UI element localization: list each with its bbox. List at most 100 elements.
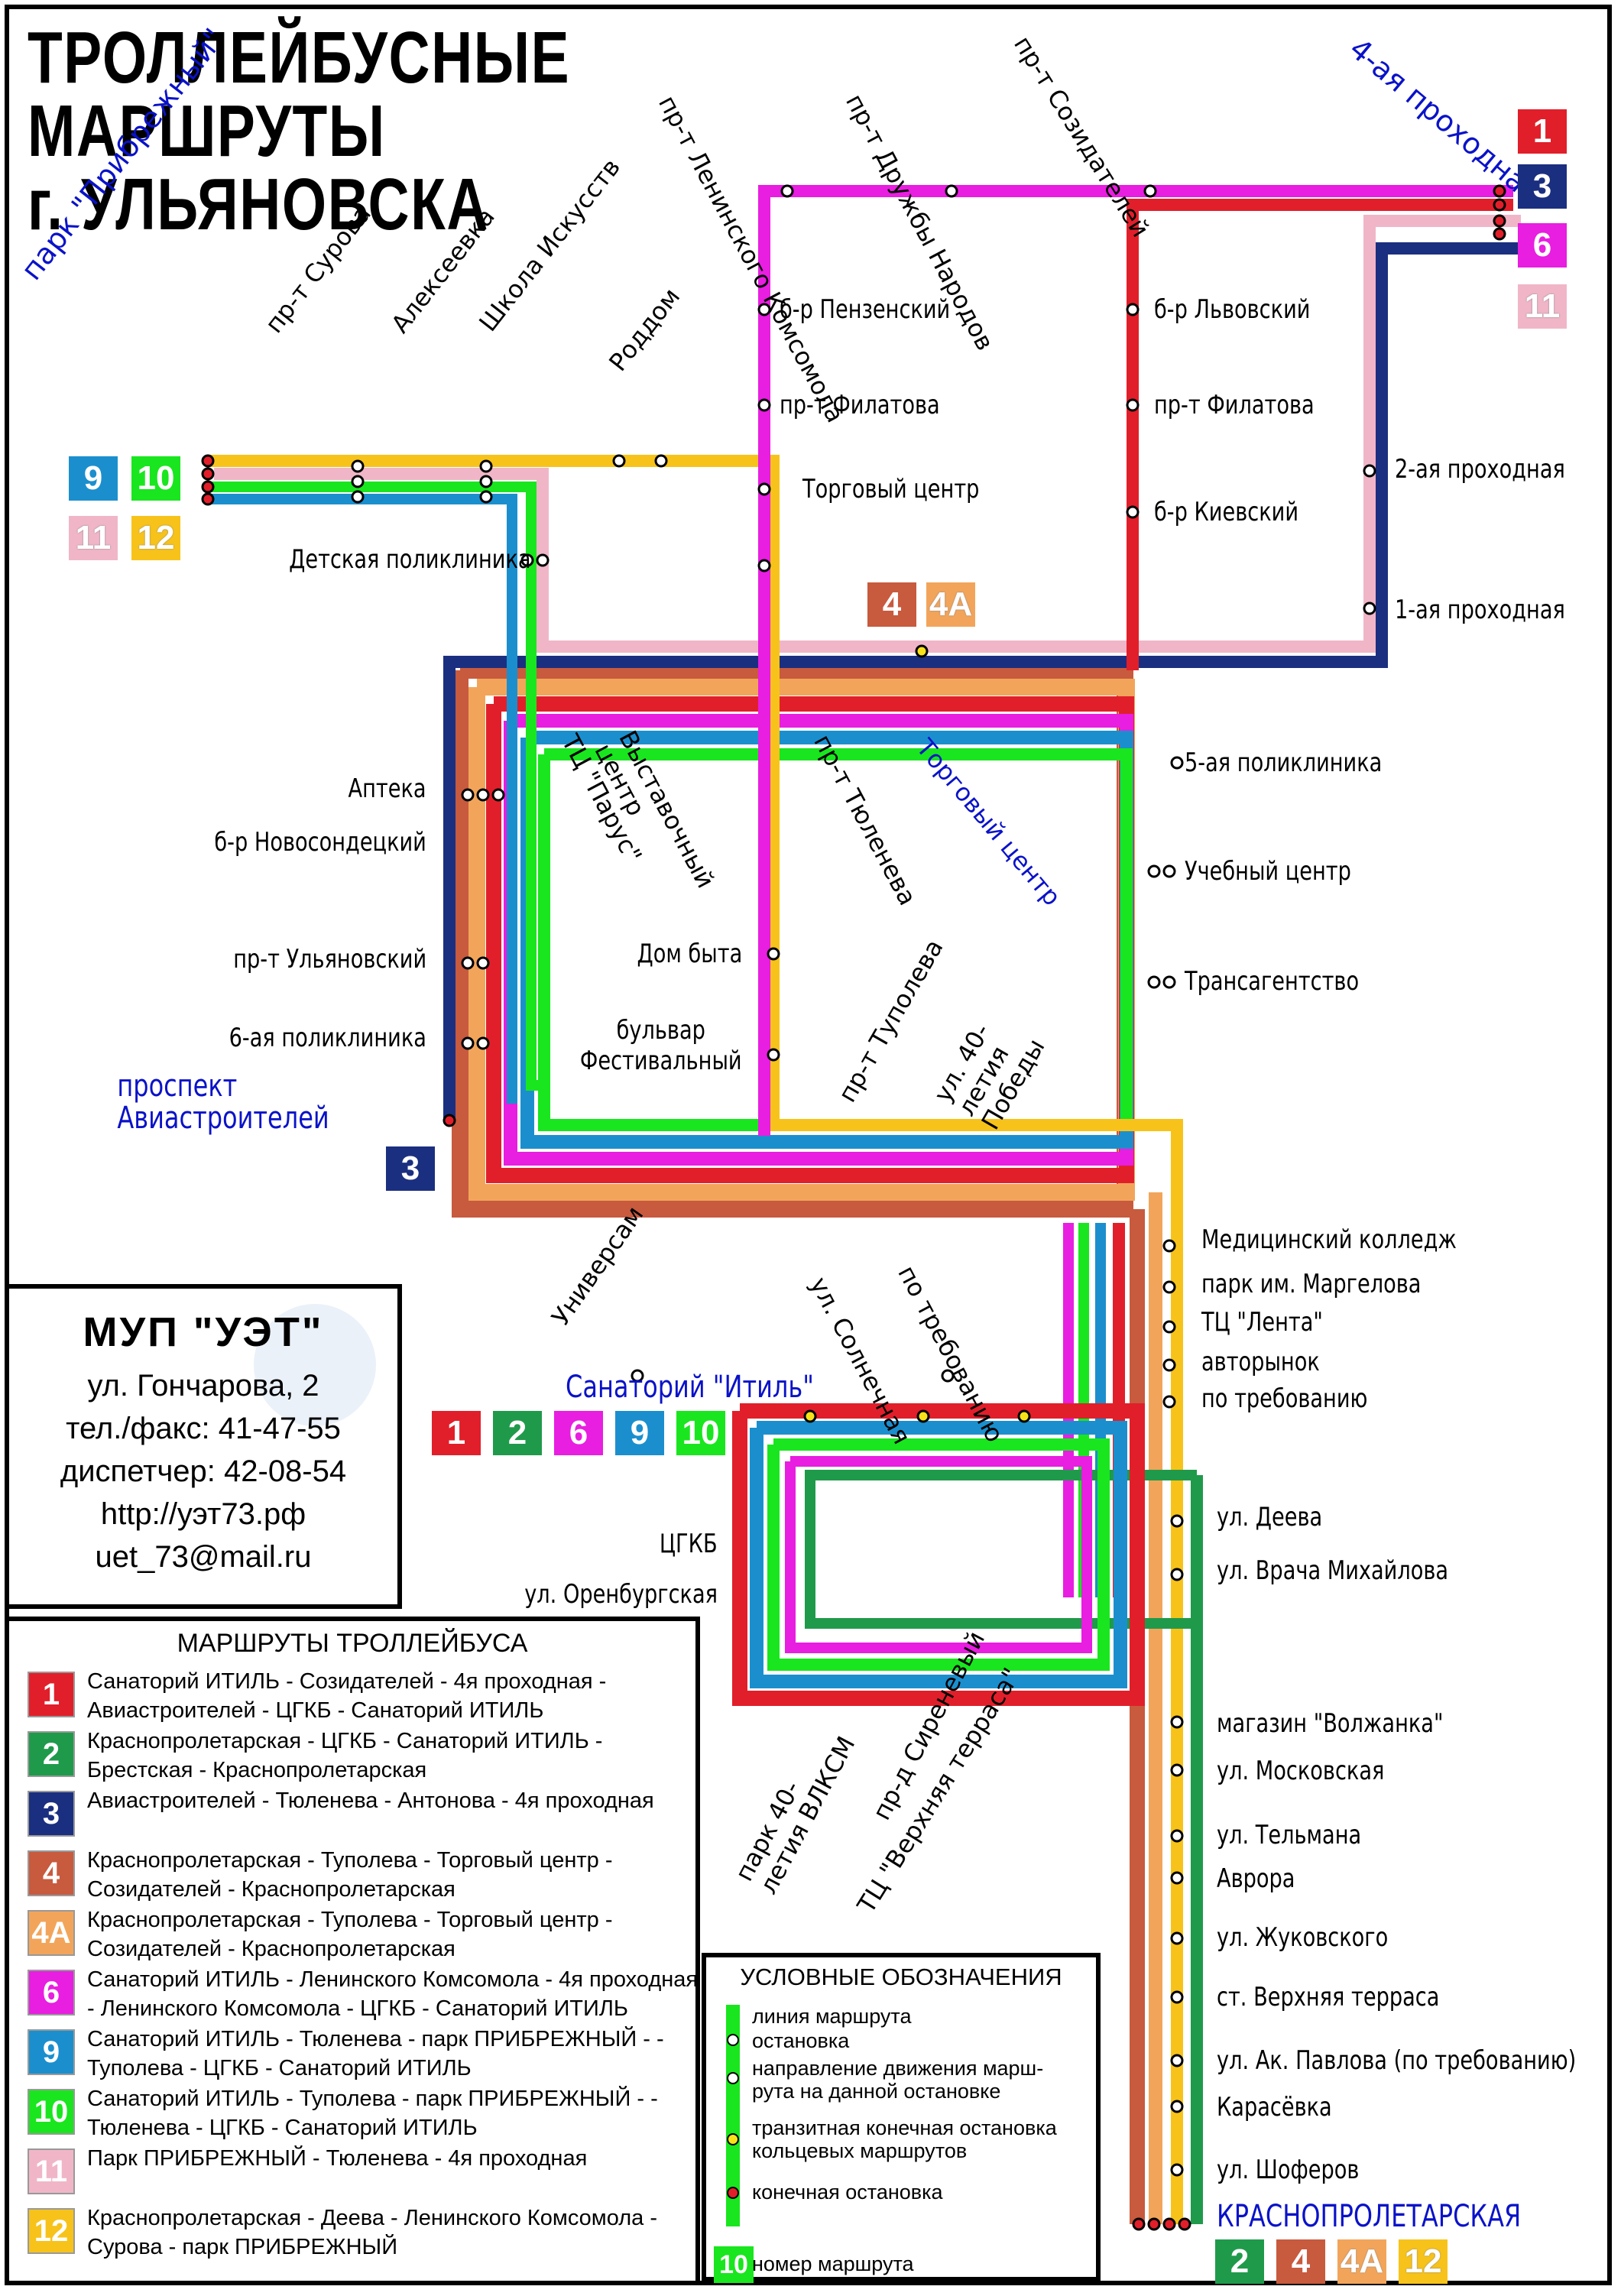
badge-route: 12 [1399, 2239, 1448, 2284]
badge-route: 12 [131, 516, 180, 560]
terminal-stop-dot [1493, 214, 1506, 228]
stop-label-med: Медицинский колледж [1201, 1224, 1457, 1255]
badge-route: 3 [386, 1146, 435, 1191]
itil-loop-6 [785, 1456, 1092, 1653]
company-site: http://уэт73.рф [100, 1497, 306, 1531]
stop-label-penzensky: б-р Пензенский [780, 294, 951, 325]
stop-dot [1170, 1568, 1184, 1581]
badge-route: 9 [615, 1411, 664, 1455]
route-line-3 [443, 242, 1529, 1120]
badge-route: 4А [926, 582, 975, 627]
stop-dot [1363, 602, 1376, 615]
stop-label-po-treb-2: по требованию [1201, 1383, 1368, 1414]
stop-dot [945, 184, 958, 198]
stop-dot [1170, 1763, 1184, 1777]
stop-label-tsgkb: ЦГКБ [660, 1529, 718, 1559]
stop-dot [1143, 184, 1157, 198]
route-description: Санаторий ИТИЛЬ - Ленинского Комсомола -… [87, 1967, 699, 2021]
itil-loop-9 [750, 1421, 1127, 1688]
terminal-stop-dot [1493, 198, 1506, 212]
legend-line-label: линия маршрута [752, 2005, 912, 2028]
stop-label-torgovy: Торговый центр [802, 474, 980, 504]
terminal-stop-dot [201, 454, 215, 468]
stop-dot [461, 788, 475, 802]
badge-route: 11 [1518, 284, 1567, 329]
stop-label-apteka: Аптека [348, 773, 426, 804]
transit-stop-dot [1017, 1409, 1031, 1423]
stop-dot [351, 459, 365, 473]
stop-dot [1162, 1239, 1176, 1253]
stop-dot [479, 490, 493, 504]
stop-dot [757, 559, 771, 572]
terminal-stop-dot [201, 480, 215, 494]
stop-dot [1162, 864, 1176, 878]
stop-dot [479, 459, 493, 473]
route-item: 10 Санаторий ИТИЛЬ - Туполева - парк ПРИБ… [29, 2084, 686, 2145]
route-line-11 [214, 215, 1521, 653]
stop-dot [1170, 2100, 1184, 2113]
stop-dot [1170, 1990, 1184, 2004]
badge-route: 9 [69, 456, 118, 501]
stop-label-telmana: ул. Тельмана [1217, 1820, 1362, 1850]
stop-label-st-verkh: ст. Верхняя терраса [1217, 1982, 1440, 2012]
stop-dot [780, 184, 794, 198]
stop-dot [536, 553, 550, 567]
route-badge: 9 [29, 2031, 73, 2074]
stop-label-zhukovskogo: ул. Жуковского [1217, 1922, 1389, 1953]
stop-dot [351, 475, 365, 488]
company-info-box: МУП "УЭТ" ул. Гончарова, 2 тел./факс: 41… [5, 1284, 402, 1609]
stop-dot [1170, 2054, 1184, 2067]
stop-label-polik-6: 6-ая поликлиника [229, 1023, 426, 1053]
stop-label-dom-byta: Дом быта [637, 939, 742, 969]
badge-route: 1 [432, 1411, 481, 1455]
stop-dot [1147, 864, 1161, 878]
terminal-stop-dot [1493, 227, 1506, 241]
route-description: Санаторий ИТИЛЬ - Созидателей - 4я прохо… [87, 1669, 607, 1723]
legend-direction-label: направление движения марш-рута на данной… [752, 2057, 1044, 2103]
stop-label-moskovskaya: ул. Московская [1217, 1756, 1385, 1786]
stop-dot [1162, 975, 1176, 989]
terminal-stop-dot [1147, 2217, 1161, 2231]
route-description: Краснопролетарская - Туполева - Торговый… [87, 1848, 613, 1902]
stop-dot [767, 1048, 780, 1062]
stop-dot [1170, 1715, 1184, 1729]
route-line-12 [206, 455, 1183, 2224]
stop-label-orenburg: ул. Оренбургская [524, 1579, 718, 1610]
legend-line-swatch [726, 2005, 740, 2226]
company-address: ул. Гончарова, 2 [87, 1369, 319, 1403]
stop-dot [1170, 756, 1184, 770]
company-name: МУП "УЭТ" [83, 1309, 324, 1355]
company-email: uet_73@mail.ru [95, 1540, 312, 1574]
legend-box: УСЛОВНЫЕ ОБОЗНАЧЕНИЯ линия маршрута оста… [702, 1953, 1101, 2283]
terminal-stop-dot [1132, 2217, 1146, 2231]
stop-dot [1126, 303, 1140, 316]
stop-label-transagent: Трансагентство [1185, 966, 1360, 997]
stop-label-avrora: Аврора [1217, 1863, 1295, 1894]
badge-route: 6 [554, 1411, 603, 1455]
stop-dot [476, 1036, 490, 1050]
route-badge: 10 [29, 2090, 73, 2133]
stop-label-uchebny: Учебный центр [1185, 856, 1351, 887]
route-description: Краснопролетарская - Деева - Ленинского … [87, 2206, 657, 2259]
stop-label-polik-5: 5-ая поликлиника [1185, 747, 1383, 778]
stop-dot [1162, 1395, 1176, 1409]
badge-route: 4 [867, 582, 916, 627]
route-description: Санаторий ИТИЛЬ - Туполева - парк ПРИБРЕ… [87, 2087, 658, 2140]
stop-dot [1170, 1829, 1184, 1843]
legend-stop-dot [727, 2034, 739, 2046]
stop-dot [351, 490, 365, 504]
terminal-label-aviastroiteley: проспект Авиастроителей [117, 1069, 329, 1136]
itil-loop-1 [732, 1403, 1145, 1706]
stop-dot [1162, 1280, 1176, 1294]
route-badge: 4А [29, 1912, 73, 1954]
terminal-stop-dot [1178, 2217, 1191, 2231]
map-title: ТРОЛЛЕЙБУСНЫЕ МАРШРУТЫ г. УЛЬЯНОВСКА [28, 21, 570, 242]
